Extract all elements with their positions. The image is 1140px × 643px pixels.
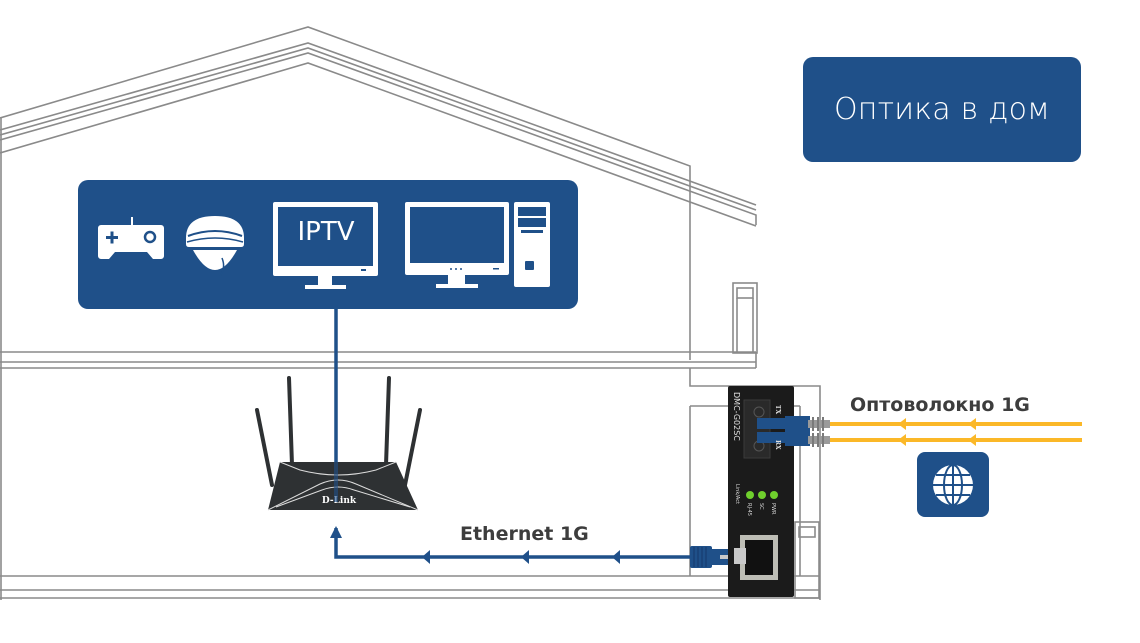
- arrow-up: [330, 526, 342, 538]
- iptv-label: IPTV: [297, 217, 355, 247]
- tv-icon: [273, 202, 378, 289]
- fiber-link: [830, 422, 1082, 442]
- ethernet-arrows: [330, 526, 620, 564]
- devices-panel: [78, 180, 578, 309]
- ethernet-link-label: Ethernet 1G: [460, 523, 589, 545]
- fiber-boots: [808, 417, 830, 447]
- diagram-title: Оптика в дом: [803, 57, 1081, 162]
- media-converter: DMC-G02SC TX RX Link/Act RJ-45 SC PWR: [728, 386, 810, 597]
- converter-led-rj45-label: RJ-45: [746, 503, 752, 516]
- game-controller-icon: [98, 217, 164, 259]
- dome-camera-icon: [186, 216, 244, 277]
- converter-tx-label: TX: [774, 405, 781, 414]
- fiber-link-label: Оптоволокно 1G: [850, 394, 1030, 416]
- converter-rx-label: RX: [774, 440, 781, 450]
- pc-tower-icon: [514, 202, 550, 287]
- led-rj45: [746, 491, 754, 499]
- router: D-Link: [255, 376, 422, 511]
- led-sc: [758, 491, 766, 499]
- router-brand: D-Link: [322, 496, 357, 506]
- arrow-left-1: [422, 550, 430, 564]
- house-outline: [0, 26, 821, 600]
- arrow-left-3: [612, 550, 620, 564]
- ethernet-link: [334, 309, 700, 559]
- arrow-left-2: [521, 550, 529, 564]
- converter-led-sc-label: SC: [758, 503, 764, 510]
- converter-led-pwr-label: PWR: [770, 503, 776, 515]
- fiber-arrows: [898, 418, 976, 446]
- converter-model: DMC-G02SC: [732, 392, 741, 441]
- led-pwr: [770, 491, 778, 499]
- diagram-title-text: Оптика в дом: [833, 92, 1050, 127]
- globe-icon: [917, 452, 989, 517]
- converter-led-group-label: Link/Act: [734, 484, 740, 504]
- desktop-monitor-icon: [405, 202, 509, 288]
